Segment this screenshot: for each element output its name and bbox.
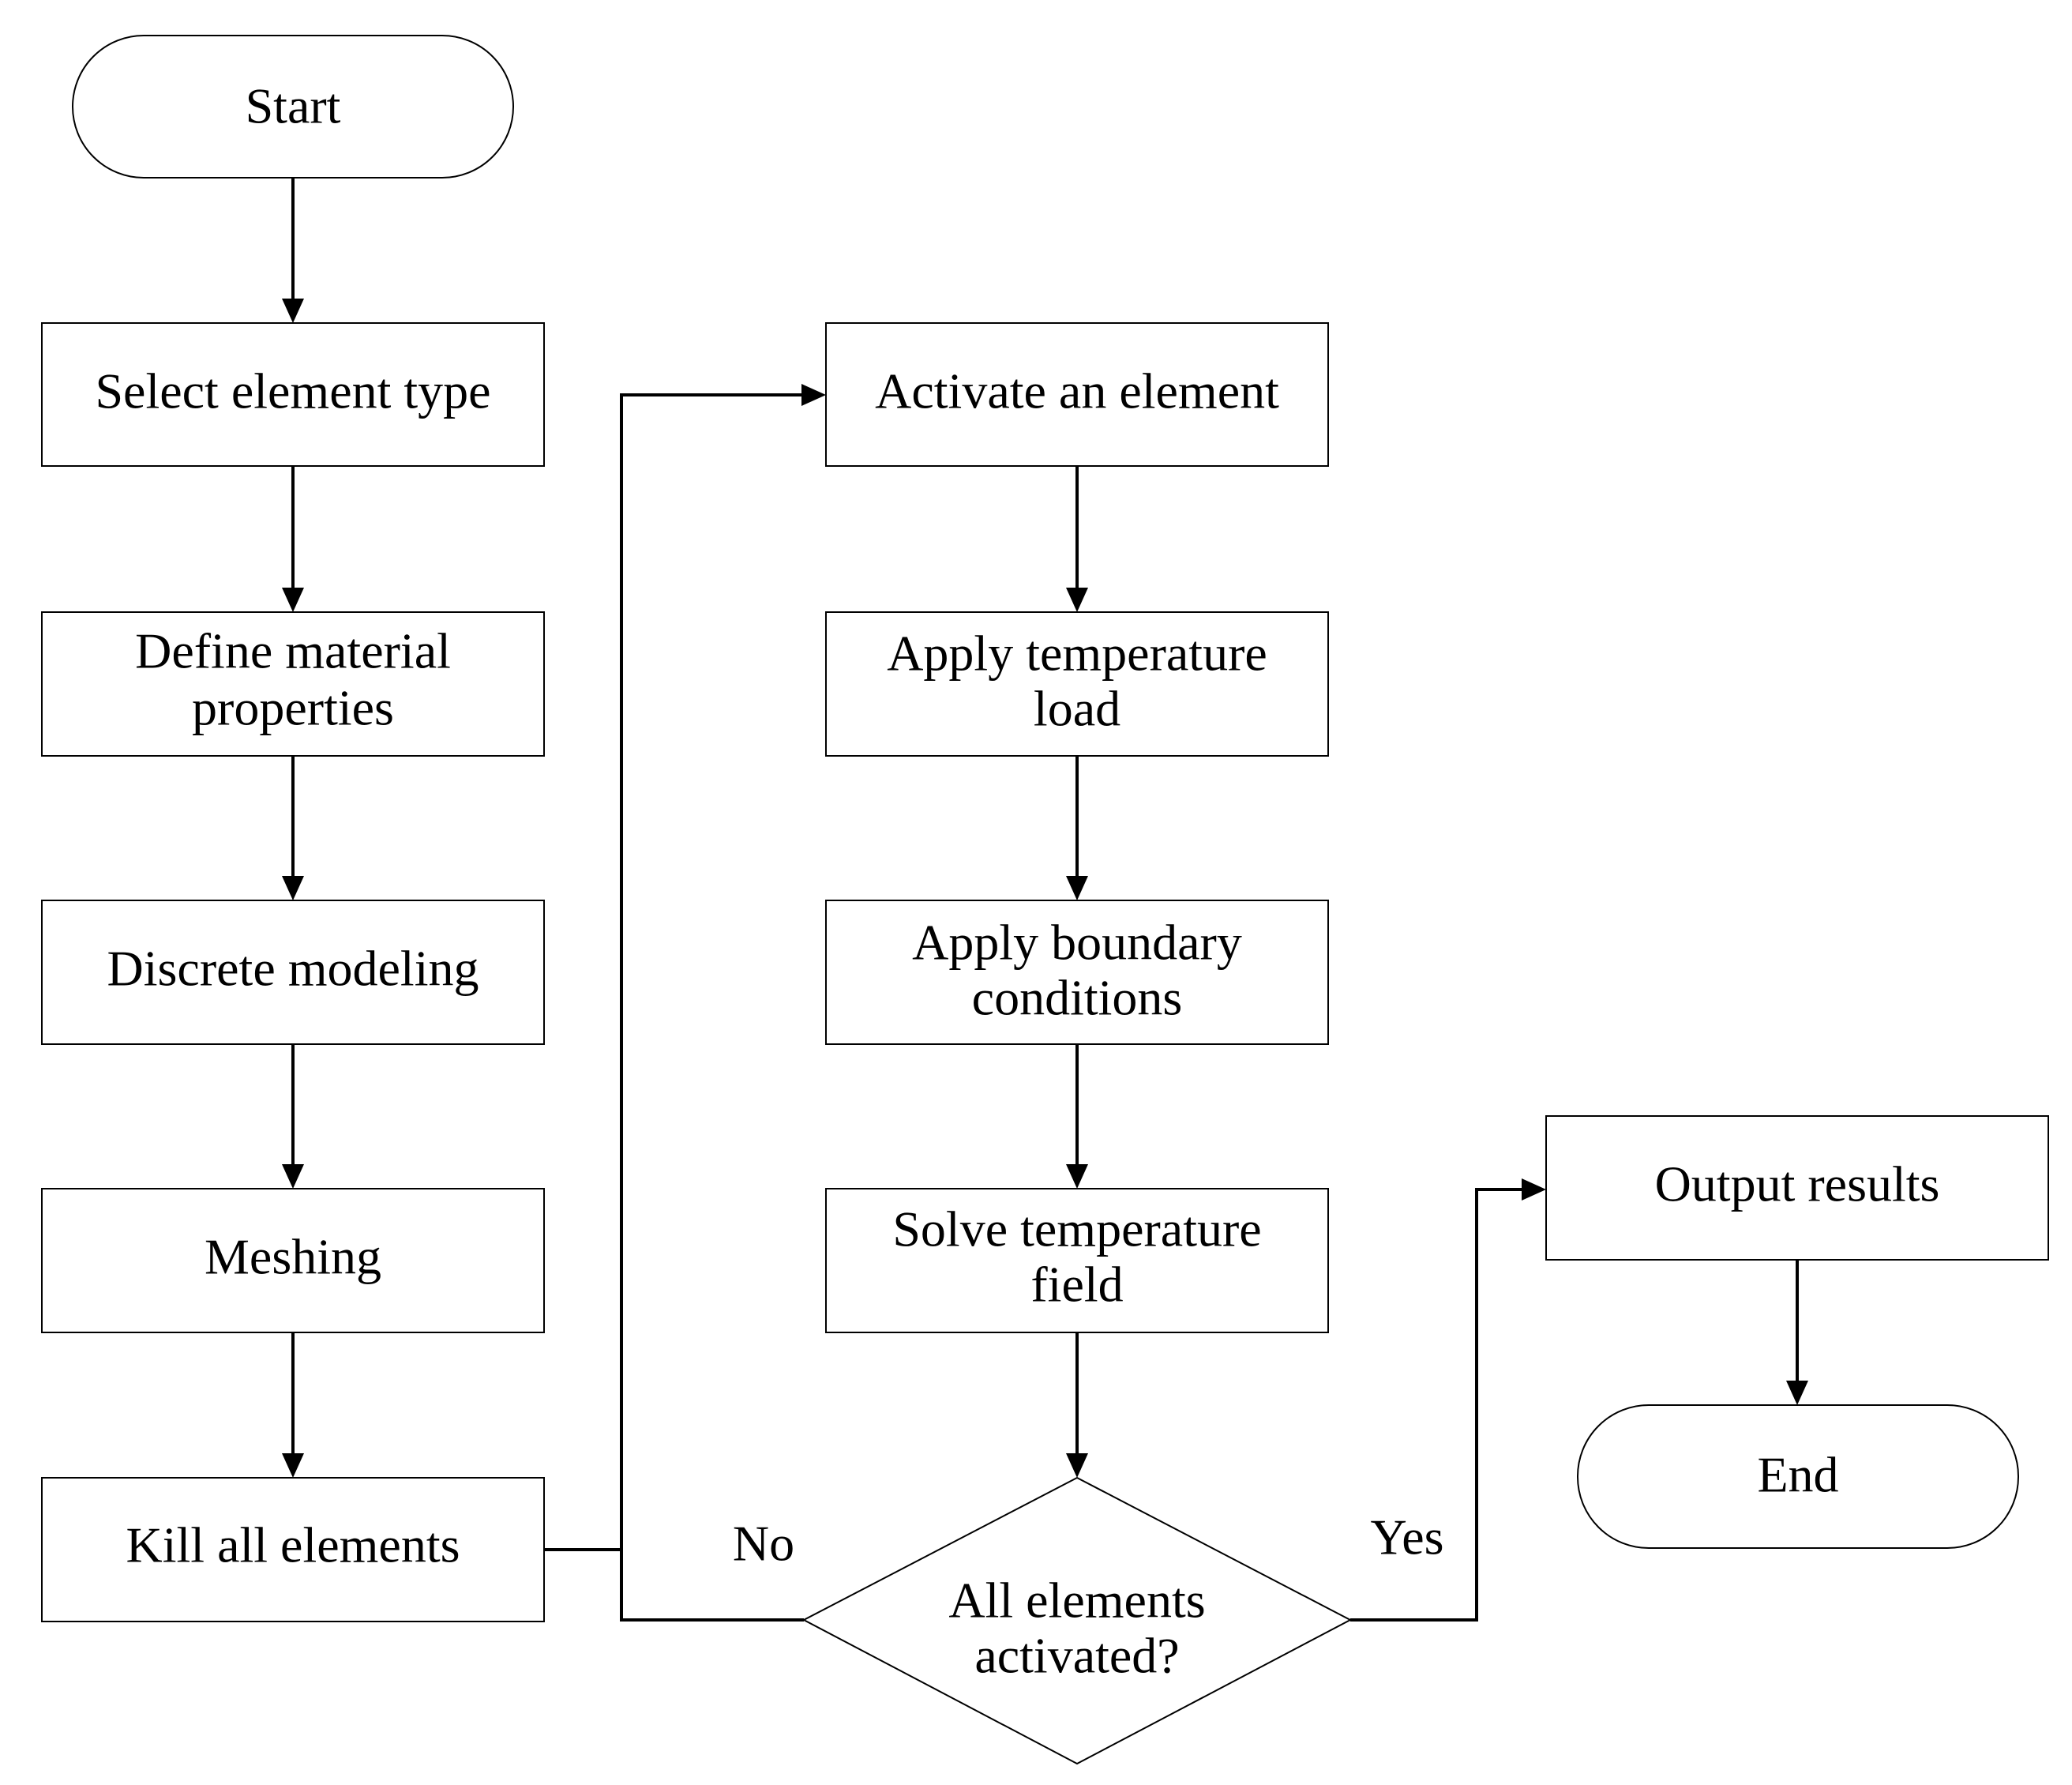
all-elements-activated-decision: All elements activated? (801, 1476, 1353, 1765)
solve-temperature-field-box: Solve temperature field (825, 1188, 1329, 1333)
decision-label-line2: activated? (974, 1628, 1179, 1684)
arrow-output-to-end (1786, 1260, 1808, 1405)
arrow-meshing-to-kill (282, 1332, 304, 1478)
output-results-label: Output results (1655, 1156, 1940, 1212)
arrow-define-to-discrete (282, 756, 304, 900)
arrow-select-to-define (282, 466, 304, 612)
arrow-kill-to-activate (544, 384, 826, 1551)
arrow-activate-to-temperature (1066, 466, 1088, 612)
define-material-properties-box: Define material properties (41, 611, 545, 757)
apply-temperature-label-line2: load (1034, 681, 1120, 737)
kill-all-elements-label: Kill all elements (126, 1517, 460, 1573)
end-label: End (1757, 1447, 1838, 1503)
branch-no-to-loop (620, 1550, 804, 1622)
discrete-modeling-label: Discrete modeling (107, 941, 479, 997)
activate-an-element-box: Activate an element (825, 322, 1329, 467)
arrow-temperature-to-boundary (1066, 756, 1088, 900)
apply-temperature-load-box: Apply temperature load (825, 611, 1329, 757)
arrow-yes-to-output (1350, 1178, 1546, 1622)
select-element-type-label: Select element type (95, 363, 490, 419)
arrow-solve-to-decision (1066, 1332, 1088, 1478)
kill-all-elements-box: Kill all elements (41, 1477, 545, 1622)
start-label: Start (246, 78, 341, 134)
meshing-label: Meshing (205, 1229, 381, 1285)
arrow-boundary-to-solve (1066, 1044, 1088, 1189)
decision-label-line1: All elements (948, 1573, 1205, 1629)
arrow-discrete-to-meshing (282, 1044, 304, 1189)
yes-branch-label: Yes (1370, 1509, 1443, 1565)
solve-temperature-label-line1: Solve temperature (892, 1201, 1261, 1257)
solve-temperature-label-line2: field (1030, 1257, 1123, 1313)
discrete-modeling-box: Discrete modeling (41, 900, 545, 1045)
apply-boundary-conditions-box: Apply boundary conditions (825, 900, 1329, 1045)
activate-an-element-label: Activate an element (875, 363, 1279, 419)
output-results-box: Output results (1545, 1115, 2049, 1261)
no-branch-label: No (733, 1516, 794, 1572)
end-terminal: End (1577, 1404, 2019, 1549)
apply-temperature-label-line1: Apply temperature (887, 626, 1267, 682)
apply-boundary-label-line2: conditions (972, 970, 1183, 1026)
define-material-label-line1: Define material (135, 623, 451, 679)
arrow-start-to-select (282, 178, 304, 323)
select-element-type-box: Select element type (41, 322, 545, 467)
define-material-label-line2: properties (192, 680, 394, 736)
apply-boundary-label-line1: Apply boundary (912, 915, 1242, 971)
meshing-box: Meshing (41, 1188, 545, 1333)
start-terminal: Start (72, 35, 514, 178)
